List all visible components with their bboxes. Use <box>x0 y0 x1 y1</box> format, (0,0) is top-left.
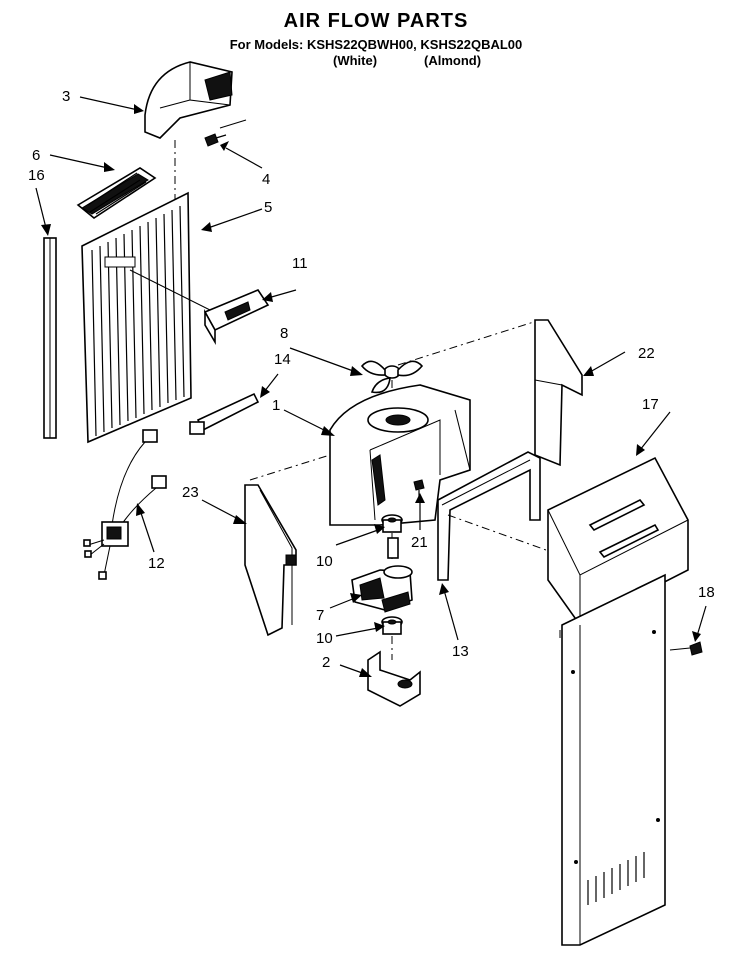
part-12-wire-harness <box>83 429 167 580</box>
part-17-rear-panel <box>547 456 689 946</box>
part-16-seal-strip <box>43 237 57 439</box>
part-5-evaporator-cover <box>81 191 211 444</box>
models-line: For Models: KSHS22QBWH00, KSHS22QBAL00 <box>229 37 523 52</box>
callout-12: 12 <box>148 555 165 572</box>
callout-3: 3 <box>62 88 70 105</box>
callout-2: 2 <box>322 654 330 671</box>
part-6-grille-cap <box>76 167 157 219</box>
part-13-duct-channel <box>437 451 561 581</box>
part-11-damper <box>203 289 270 345</box>
callout-10-upper: 10 <box>316 553 333 570</box>
callout-13: 13 <box>452 643 469 660</box>
callout-labels: 3 4 6 16 5 11 8 14 1 23 22 17 12 10 21 7… <box>28 88 715 671</box>
callout-21: 21 <box>411 534 428 551</box>
variant-almond: (Almond) <box>424 53 482 68</box>
part-4-screw <box>204 119 247 147</box>
callout-6: 6 <box>32 147 40 164</box>
part-10-grommet-upper <box>381 514 403 560</box>
part-3-duct <box>144 61 233 205</box>
callout-22: 22 <box>638 345 655 362</box>
callout-18: 18 <box>698 584 715 601</box>
callout-14: 14 <box>274 351 291 368</box>
part-23-side-baffle <box>244 484 297 637</box>
variant-white: (White) <box>333 53 378 68</box>
part-2-motor-bracket <box>367 650 421 707</box>
part-10-grommet-lower <box>381 616 403 660</box>
callout-17: 17 <box>642 396 659 413</box>
callout-1: 1 <box>272 397 280 414</box>
leader-lines <box>35 96 707 677</box>
part-1-fan-shroud <box>249 384 471 526</box>
callout-7: 7 <box>316 607 324 624</box>
callout-4: 4 <box>262 171 270 188</box>
page-title: AIR FLOW PARTS <box>283 10 469 32</box>
part-22-side-baffle <box>534 319 583 467</box>
callout-8: 8 <box>280 325 288 342</box>
part-18-screw <box>669 641 703 656</box>
callout-5: 5 <box>264 199 272 216</box>
part-7-fan-motor <box>351 537 413 613</box>
callout-23: 23 <box>182 484 199 501</box>
callout-10-lower: 10 <box>316 630 333 647</box>
part-14-heater <box>189 392 260 435</box>
callout-16: 16 <box>28 167 45 184</box>
callout-11: 11 <box>292 255 308 272</box>
